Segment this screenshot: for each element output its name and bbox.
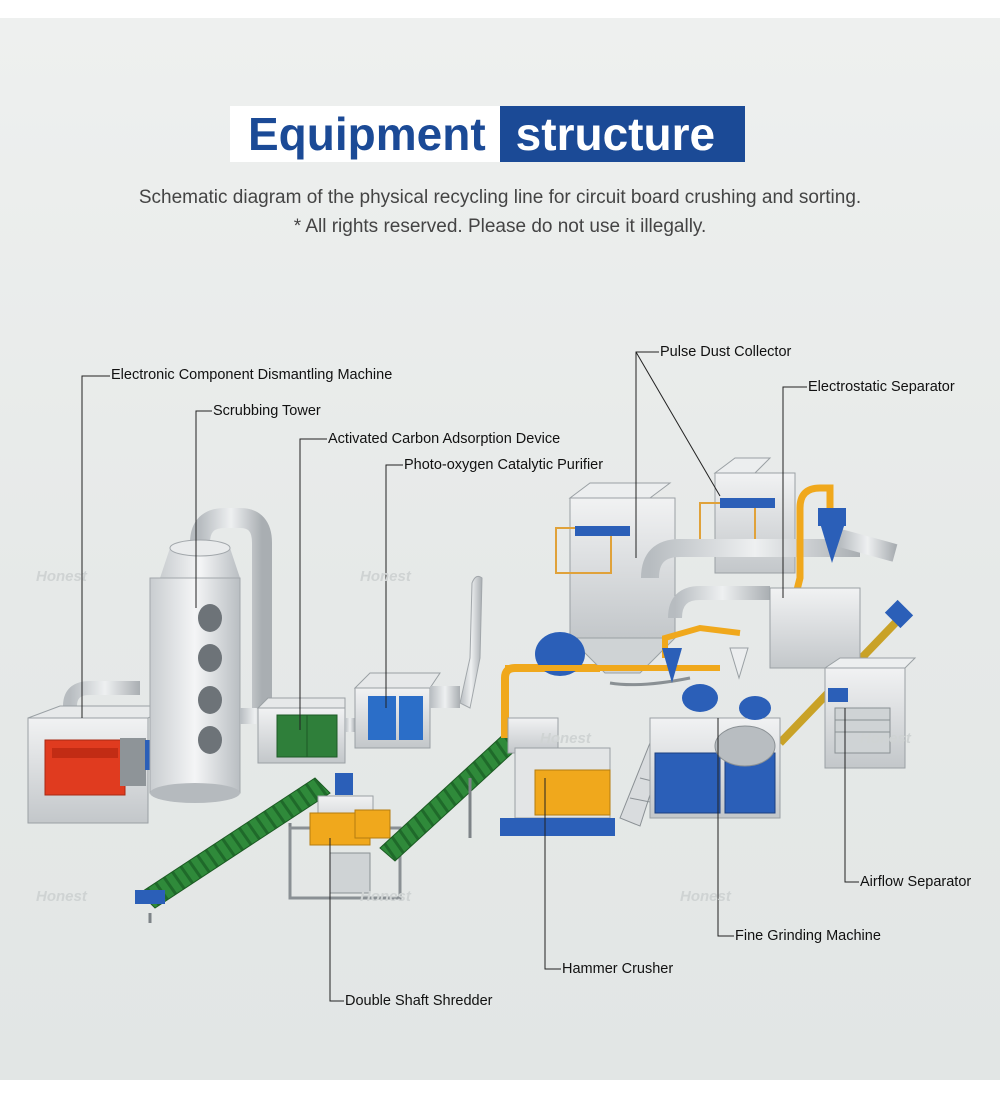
leader-lines [81,351,859,1002]
scrubbing-tower [149,508,272,803]
label-electrostatic-separator: Electrostatic Separator [808,379,955,395]
label-scrubbing-tower: Scrubbing Tower [213,403,321,419]
watermark-logo: Honest [680,888,731,905]
subtitle: Schematic diagram of the physical recycl… [138,187,862,208]
watermark-logo: Honest [360,888,411,905]
copyright-note: * All rights reserved. Please do not use… [293,216,707,237]
watermark-logo: Honest [540,730,591,747]
fine-grinding-machine [619,647,781,827]
airflow-separator [823,657,917,769]
watermark-logo: Honest [860,730,911,747]
diagram-canvas: Equipment structure Schematic diagram of… [0,18,1000,1080]
label-dismantling-machine: Electronic Component Dismantling Machine [111,367,393,383]
hammer-crusher [500,664,615,836]
label-double-shaft-shredder: Double Shaft Shredder [345,993,493,1009]
carbon-adsorption-device [256,697,346,764]
electrostatic-separator [769,508,861,669]
watermark-logo: Honest [36,888,87,905]
watermark-logo: Honest [360,568,411,585]
equipment-illustration [27,351,917,1002]
label-airflow-separator: Airflow Separator [860,874,972,890]
dismantling-machine [27,681,176,824]
label-carbon-adsorption: Activated Carbon Adsorption Device [328,431,561,447]
label-photo-oxygen-purifier: Photo-oxygen Catalytic Purifier [404,457,604,473]
label-fine-grinding-machine: Fine Grinding Machine [735,928,881,944]
title-part1: Equipment [230,106,500,162]
label-hammer-crusher: Hammer Crusher [562,961,674,977]
title-part2: structure [499,106,746,162]
photo-oxygen-purifier [345,575,483,749]
title-block: Equipment structure [230,106,746,162]
label-pulse-dust-collector: Pulse Dust Collector [660,344,792,360]
watermark-logo: Honest [36,568,87,585]
conveyor-2 [379,732,521,862]
double-shaft-shredder [288,773,402,900]
